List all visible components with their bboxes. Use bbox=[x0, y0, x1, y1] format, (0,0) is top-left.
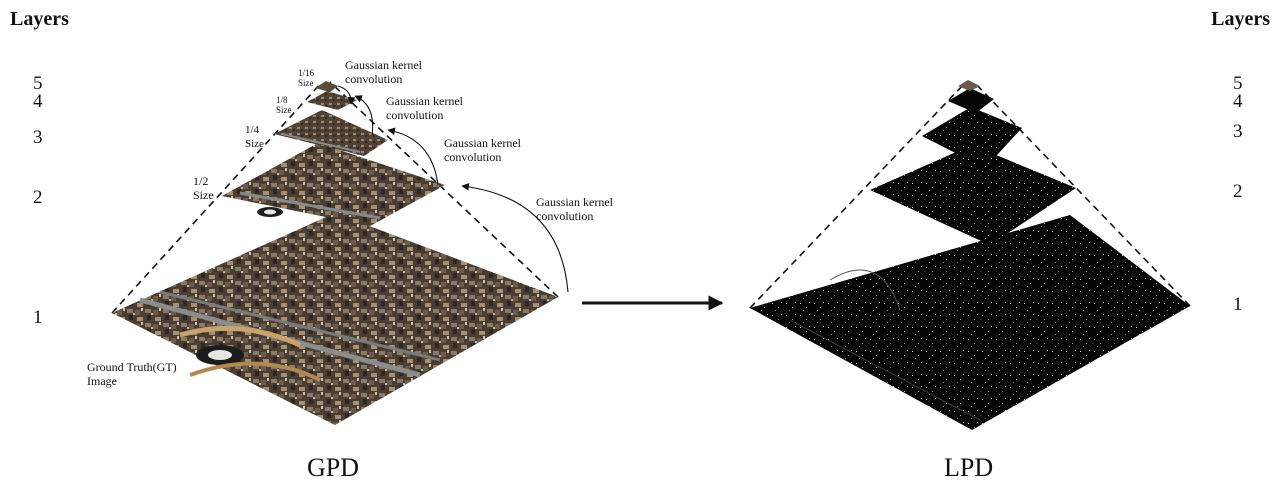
gaussian-label-2: Gaussian kernel convolution bbox=[386, 94, 463, 122]
size-label-1-8: 1/8 Size bbox=[276, 95, 292, 115]
size-label-1-16: 1/16 Size bbox=[298, 68, 315, 88]
gpd-layer-5 bbox=[315, 81, 338, 92]
gpd-layer-1 bbox=[112, 213, 558, 425]
gpd-layer-2 bbox=[222, 143, 445, 226]
lpd-layer-2 bbox=[870, 145, 1076, 245]
gaussian-label-3: Gaussian kernel convolution bbox=[444, 136, 521, 164]
gpd-layer-3 bbox=[274, 110, 388, 156]
gpd-layer-4 bbox=[307, 91, 357, 110]
gpd-title: GPD bbox=[307, 453, 360, 482]
ground-truth-label: Ground Truth(GT) Image bbox=[87, 360, 177, 388]
size-label-1-2: 1/2 Size bbox=[193, 174, 214, 202]
lpd-layer-5 bbox=[958, 80, 980, 91]
gaussian-label-1: Gaussian kernel convolution bbox=[345, 58, 422, 86]
lpd-layer-4 bbox=[948, 88, 994, 113]
level-5-right: 5 bbox=[1233, 73, 1243, 94]
lpd-layer-1 bbox=[750, 215, 1190, 430]
level-1-right: 1 bbox=[1233, 294, 1243, 315]
level-2-right: 2 bbox=[1233, 181, 1243, 202]
level-5-left: 5 bbox=[33, 73, 43, 94]
lpd-title: LPD bbox=[944, 453, 994, 482]
layers-header-right: Layers bbox=[1211, 8, 1270, 30]
level-3-right: 3 bbox=[1233, 121, 1243, 142]
level-2-left: 2 bbox=[33, 187, 43, 208]
size-label-1-4: 1/4 Size bbox=[245, 124, 264, 150]
level-4-right: 4 bbox=[1233, 91, 1243, 112]
gaussian-label-4: Gaussian kernel convolution bbox=[536, 195, 613, 223]
lpd-layer-3 bbox=[922, 107, 1022, 168]
layers-header-left: Layers bbox=[10, 8, 69, 30]
level-3-left: 3 bbox=[33, 127, 43, 148]
level-4-left: 4 bbox=[33, 91, 43, 112]
level-1-left: 1 bbox=[33, 307, 43, 328]
